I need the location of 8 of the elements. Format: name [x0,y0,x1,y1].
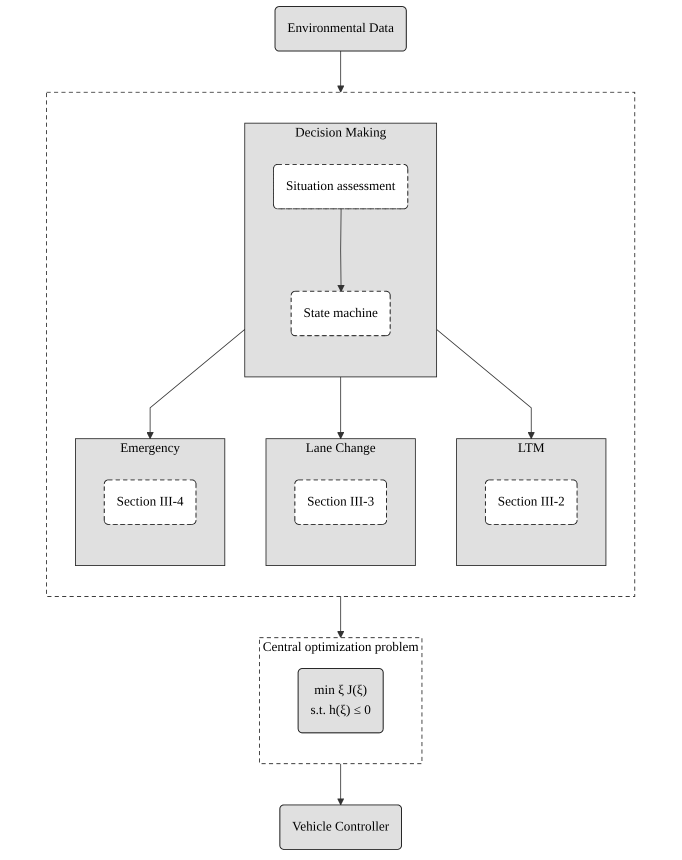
arrow [337,50,345,93]
arrow [338,208,345,292]
arrow [436,329,536,440]
arrow [337,596,345,638]
arrow [337,763,345,806]
arrow [146,329,246,440]
cluster [46,92,636,597]
arrow [337,376,345,440]
